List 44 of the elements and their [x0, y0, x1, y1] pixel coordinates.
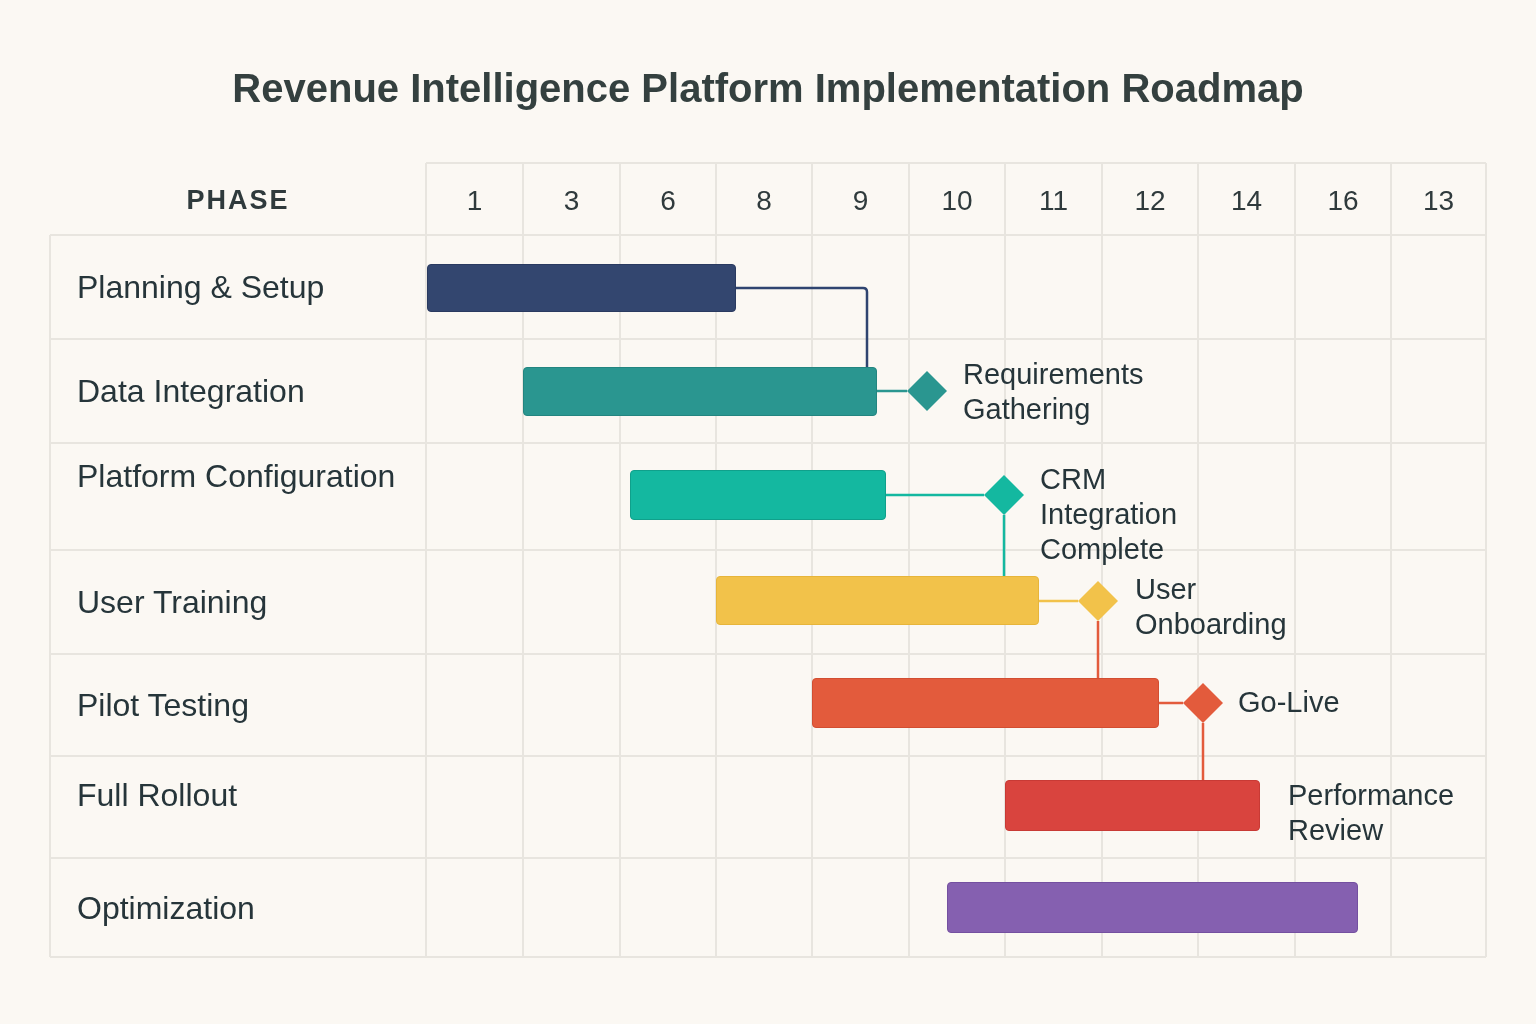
- milestone-diamond: [1078, 581, 1118, 621]
- column-header: 16: [1326, 187, 1360, 215]
- column-header: 13: [1421, 187, 1456, 215]
- phase-label: Platform Configuration: [77, 456, 397, 496]
- column-header: PHASE: [185, 187, 291, 214]
- task-bar: [427, 264, 736, 312]
- milestone-diamond: [907, 371, 947, 411]
- task-bar: [630, 470, 886, 520]
- connector-line: [1002, 515, 1006, 576]
- task-bar: [523, 367, 877, 416]
- connector-line: [1201, 723, 1205, 780]
- chart-title: Revenue Intelligence Platform Implementation Roadmap: [231, 66, 1305, 111]
- column-header: 3: [562, 187, 581, 215]
- column-header: 11: [1037, 187, 1070, 215]
- connector-line: [1096, 621, 1100, 678]
- column-header: 9: [851, 187, 870, 215]
- connector-line: [1159, 701, 1183, 705]
- milestone-label: User Onboarding: [1135, 572, 1288, 642]
- phase-label: Optimization: [77, 888, 256, 928]
- column-header: 6: [659, 187, 677, 215]
- column-header: 12: [1133, 187, 1167, 215]
- task-bar: [1005, 780, 1260, 831]
- phase-label: User Training: [77, 583, 269, 622]
- milestone-label: Go-Live: [1238, 685, 1341, 720]
- milestone-label: Performance Review: [1288, 778, 1455, 848]
- task-bar: [812, 678, 1159, 728]
- phase-label: Full Rollout: [77, 776, 239, 815]
- milestone-diamond: [1183, 683, 1223, 723]
- task-bar: [716, 576, 1039, 625]
- phase-label: Planning & Setup: [77, 268, 326, 307]
- column-header: 8: [755, 187, 773, 215]
- column-header: 14: [1229, 187, 1264, 215]
- milestone-diamond: [984, 475, 1024, 515]
- connector-line: [1039, 599, 1078, 603]
- phase-label: Data Integration: [77, 372, 306, 411]
- connector-line: [886, 493, 984, 497]
- milestone-label: Requirements Gathering: [963, 357, 1145, 427]
- column-header: 1: [465, 187, 484, 215]
- milestone-label: CRM Integration Complete: [1040, 462, 1179, 567]
- phase-label: Pilot Testing: [77, 686, 250, 725]
- column-header: 10: [940, 187, 974, 215]
- connector-line: [877, 389, 907, 393]
- connector-line: [736, 286, 869, 367]
- task-bar: [947, 882, 1358, 933]
